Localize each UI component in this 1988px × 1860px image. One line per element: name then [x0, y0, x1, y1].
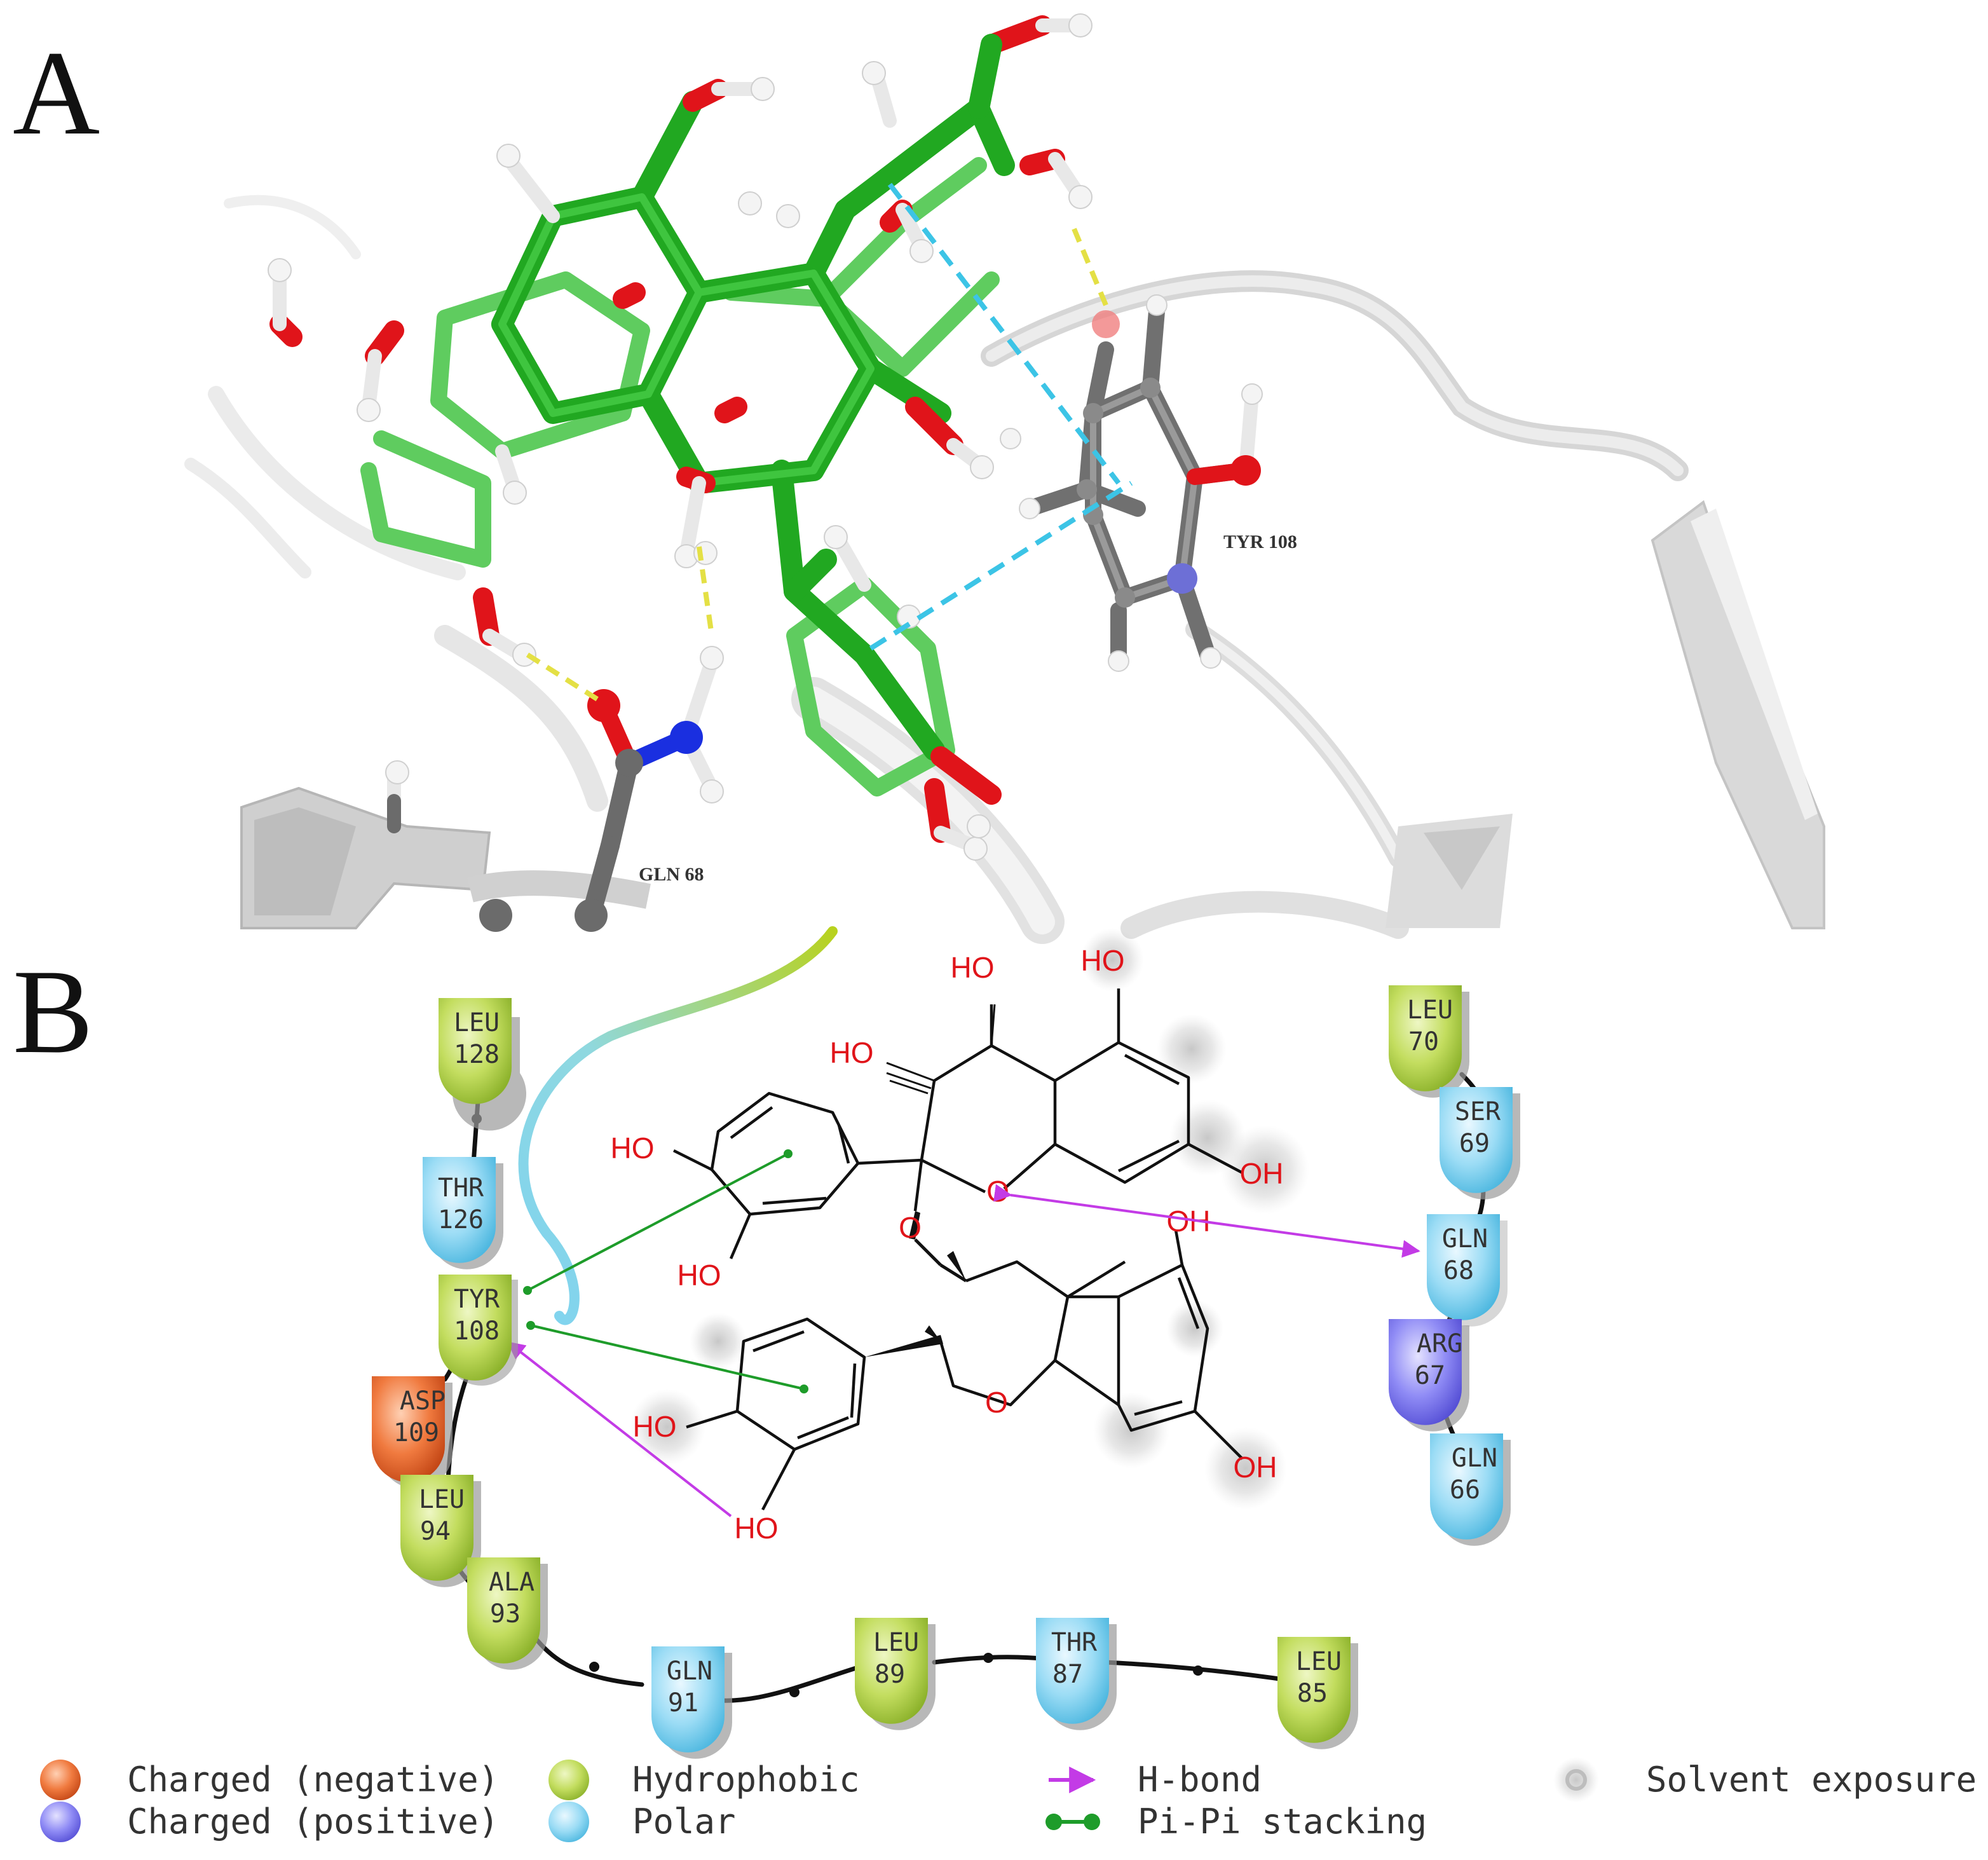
beta-strand-right — [1385, 500, 1825, 929]
residue-gln66-name: GLN — [1452, 1444, 1497, 1473]
residue-leu70-name: LEU — [1407, 995, 1453, 1025]
legend: Charged (negative) Charged (positive) Hy… — [40, 1757, 1977, 1842]
tyr108-3d-label: TYR 108 — [1223, 531, 1297, 552]
atom-ho-10: HO — [633, 1410, 677, 1443]
atom-ho-2: HO — [1081, 944, 1125, 977]
legend-item-pipi: Pi-Pi stacking — [1045, 1802, 1427, 1842]
legend-label-pipi: Pi-Pi stacking — [1138, 1802, 1427, 1842]
atom-o-8: O — [899, 1211, 922, 1244]
ligand-2d-structure — [672, 988, 1244, 1511]
residue-leu85-num: 85 — [1297, 1679, 1328, 1708]
ligand-2d-wedges — [864, 1004, 996, 1357]
panel-b-2d-diagram: B — [13, 926, 1520, 1759]
residue-arg67-name: ARG — [1417, 1329, 1462, 1358]
residue-gln91: GLN 91 — [651, 1646, 732, 1759]
beta-strand-left — [240, 786, 651, 929]
residue-leu94-name: LEU — [419, 1485, 465, 1514]
panel-a-3d-view: A — [13, 13, 1825, 944]
legend-label-negative: Charged (negative) — [127, 1760, 499, 1800]
gln68-sticks — [385, 646, 724, 932]
residue-arg67-num: 67 — [1415, 1361, 1445, 1390]
residue-nodes: LEU 128 THR 126 TYR 108 ASP 109 — [372, 985, 1520, 1759]
residue-leu128: LEU 128 — [439, 998, 526, 1131]
atom-ho-11: HO — [735, 1512, 779, 1545]
atom-ho-3: HO — [830, 1036, 874, 1069]
hbond-line-tyr108 — [507, 1341, 732, 1517]
legend-item-solvent: Solvent exposure — [1553, 1757, 1977, 1803]
residue-gln91-name: GLN — [667, 1657, 712, 1686]
residue-thr126-num: 126 — [438, 1205, 484, 1234]
residue-ala93: ALA 93 — [467, 1557, 548, 1670]
residue-asp109-name: ASP — [400, 1386, 446, 1416]
residue-ala93-num: 93 — [490, 1599, 521, 1629]
residue-gln68: GLN 68 — [1427, 1214, 1508, 1327]
legend-item-positive: Charged (positive) — [40, 1802, 499, 1842]
residue-leu94-num: 94 — [420, 1517, 451, 1546]
backbone-lines — [442, 1072, 1486, 1703]
residue-tyr108-num: 108 — [454, 1316, 500, 1346]
residue-gln66: GLN 66 — [1430, 1433, 1511, 1546]
residue-leu128-name: LEU — [454, 1008, 500, 1037]
atom-oh-4: OH — [1240, 1157, 1284, 1190]
legend-label-hbond: H-bond — [1138, 1760, 1262, 1800]
legend-label-hydrophobic: Hydrophobic — [632, 1760, 860, 1800]
legend-label-positive: Charged (positive) — [127, 1802, 499, 1842]
pocket-outline — [518, 926, 838, 1325]
backbone-dots — [472, 1114, 1203, 1697]
legend-item-hbond: H-bond — [1049, 1760, 1262, 1800]
residue-thr126: THR 126 — [423, 1157, 503, 1269]
residue-asp109-num: 109 — [393, 1418, 439, 1447]
atom-o-12: O — [985, 1386, 1008, 1419]
legend-item-polar: Polar — [548, 1802, 736, 1842]
residue-leu85-name: LEU — [1296, 1647, 1342, 1676]
atom-oh-13: OH — [1234, 1451, 1277, 1484]
ligand-atoms — [268, 13, 1093, 861]
hbond-dashes-3d — [526, 228, 1108, 702]
residue-ser69: SER 69 — [1440, 1087, 1520, 1200]
residue-leu89-num: 89 — [875, 1660, 905, 1689]
panel-b-letter: B — [13, 945, 93, 1079]
interaction-lines — [507, 1149, 1420, 1517]
residue-leu70: LEU 70 — [1389, 985, 1469, 1098]
residue-gln68-num: 68 — [1443, 1256, 1474, 1285]
residue-gln91-num: 91 — [668, 1688, 698, 1718]
residue-leu128-num: 128 — [454, 1040, 500, 1069]
ligand-sticks — [269, 15, 1087, 852]
legend-item-hydrophobic: Hydrophobic — [548, 1760, 860, 1800]
residue-leu89: LEU 89 — [855, 1618, 936, 1730]
legend-item-negative: Charged (negative) — [40, 1760, 499, 1800]
tyr108-sticks — [1000, 294, 1263, 672]
residue-tyr108: TYR 108 — [439, 1275, 518, 1386]
residue-leu94: LEU 94 — [400, 1475, 481, 1587]
residue-gln66-num: 66 — [1450, 1475, 1480, 1505]
atom-ho-6: HO — [677, 1259, 721, 1292]
residue-ala93-name: ALA — [489, 1568, 534, 1597]
residue-thr87-name: THR — [1051, 1628, 1098, 1657]
residue-ser69-name: SER — [1455, 1097, 1501, 1126]
residue-thr87-num: 87 — [1052, 1660, 1083, 1689]
residue-arg67: ARG 67 — [1389, 1319, 1469, 1432]
pipi-line-lower — [530, 1324, 805, 1390]
atom-ho-1: HO — [951, 951, 995, 984]
residue-gln68-name: GLN — [1442, 1224, 1488, 1254]
gln68-3d-label: GLN 68 — [639, 864, 704, 885]
pipi-line-upper — [527, 1152, 789, 1292]
residue-thr87: THR 87 — [1036, 1618, 1117, 1730]
legend-label-polar: Polar — [632, 1802, 736, 1842]
atom-ho-5: HO — [611, 1132, 655, 1165]
pipi-dashes-3d — [869, 182, 1133, 651]
residue-leu89-name: LEU — [873, 1628, 919, 1657]
legend-label-solvent: Solvent exposure — [1646, 1760, 1977, 1800]
residue-thr126-name: THR — [438, 1173, 484, 1203]
atom-o-7: O — [986, 1175, 1009, 1208]
residue-asp109: ASP 109 — [372, 1376, 453, 1489]
hbond-line-gln68 — [993, 1184, 1420, 1258]
residue-leu70-num: 70 — [1408, 1027, 1439, 1057]
panel-a-letter: A — [13, 27, 100, 160]
residue-tyr108-name: TYR — [454, 1285, 500, 1314]
residue-ser69-num: 69 — [1459, 1129, 1490, 1158]
residue-leu85: LEU 85 — [1277, 1637, 1358, 1749]
